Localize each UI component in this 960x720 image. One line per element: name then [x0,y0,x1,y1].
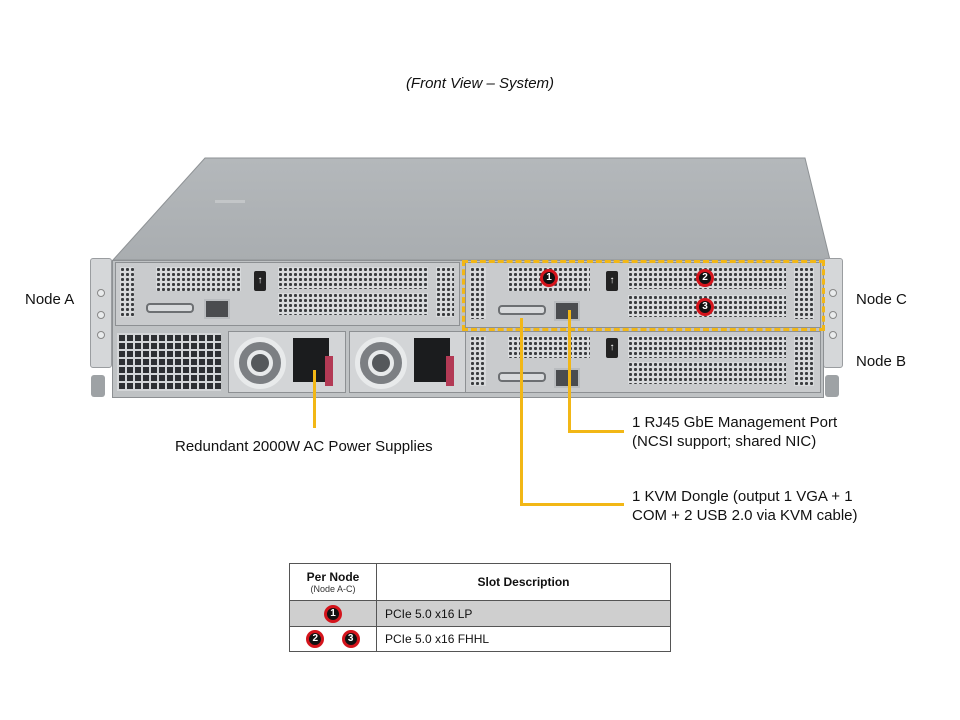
psu-callout: Redundant 2000W AC Power Supplies [175,438,433,455]
node-a-label: Node A [25,291,75,308]
rj45-callout-line2: (NCSI support; shared NIC) [632,433,817,450]
slot-fhhl-bracket [278,293,428,315]
slot-badge-3: 3 [341,630,360,648]
kvm-callout-line1: 1 KVM Dongle (output 1 VGA + 1 [632,488,853,505]
ear-screw [829,331,837,339]
kvm-callout-line-v [520,318,523,505]
ac-inlet[interactable] [414,338,450,382]
vent-grill [794,336,814,386]
kvm-port[interactable] [146,303,194,313]
fan-icon [234,337,286,389]
rj45-callout-line-v [568,310,571,432]
badge-cell: 1 [289,600,377,627]
kvm-port[interactable] [498,305,546,315]
left-rack-ear [90,258,112,368]
rj45-callout-line-h [568,430,624,433]
ear-screw [97,311,105,319]
slot-fhhl-bracket [628,336,786,358]
release-latch[interactable]: ↑ [254,271,266,291]
node-c-label: Node C [856,291,907,308]
release-latch[interactable]: ↑ [606,338,618,358]
slot-description-cell: PCIe 5.0 x16 LP [376,600,671,627]
vent-grill [470,267,486,319]
slot-badge-1: 1 [324,604,342,623]
left-thumbscrew[interactable] [91,375,105,397]
vent-grill [120,267,134,317]
right-thumbscrew[interactable] [825,375,839,397]
psu-handle[interactable] [325,356,333,386]
slot-badge-3: 3 [696,298,714,316]
vent-grill [436,267,454,317]
header-per-node-sub: (Node A-C) [310,584,356,594]
slot-lp-bracket [156,267,241,291]
ear-screw [97,289,105,297]
node-b-label: Node B [856,353,907,370]
slot-badge-2: 2 [696,269,714,287]
view-title: (Front View – System) [405,75,555,92]
vent-grill [117,333,221,391]
rj45-port[interactable] [554,301,580,321]
ear-screw [829,289,837,297]
slot-badge-1: 1 [540,269,558,287]
node-b-sled[interactable]: ↑ [465,331,821,393]
psu-callout-line [313,370,316,428]
chassis-top-cover [111,157,831,261]
fan-icon [355,337,407,389]
slot-description-cell: PCIe 5.0 x16 FHHL [376,626,671,652]
right-rack-ear [823,258,843,368]
header-slot-description: Slot Description [376,563,671,601]
table-row: 2 3 PCIe 5.0 x16 FHHL [289,626,671,652]
kvm-callout-line2: COM + 2 USB 2.0 via KVM cable) [632,507,858,524]
slot-fhhl-bracket [628,362,786,384]
slot-badge-2: 2 [306,630,325,648]
node-a-sled[interactable]: ↑ [115,262,460,326]
header-per-node-label: Per Node [306,570,360,584]
vent-grill [794,267,814,319]
slot-description-table: Per Node (Node A-C) Slot Description 1 P… [289,563,671,652]
table-header-row: Per Node (Node A-C) Slot Description [289,563,671,601]
node-c-highlight [462,260,825,331]
rj45-port[interactable] [554,368,580,388]
ear-screw [97,331,105,339]
rj45-callout-line1: 1 RJ45 GbE Management Port [632,414,838,431]
release-latch[interactable]: ↑ [606,271,618,291]
slot-fhhl-bracket [278,267,428,289]
psu-2[interactable] [349,331,467,393]
ac-inlet[interactable] [293,338,329,382]
header-per-node: Per Node (Node A-C) [289,563,377,601]
ear-screw [829,311,837,319]
rj45-callout: 1 RJ45 GbE Management Port (NCSI support… [632,413,837,451]
badge-cell: 2 3 [289,626,377,652]
table-row: 1 PCIe 5.0 x16 LP [289,600,671,627]
kvm-callout: 1 KVM Dongle (output 1 VGA + 1 COM + 2 U… [632,487,858,525]
psu-1[interactable] [228,331,346,393]
psu-handle[interactable] [446,356,454,386]
server-chassis: ↑ ↑ ↑ 1 2 [85,150,845,410]
rj45-port[interactable] [204,299,230,319]
kvm-callout-line-h [520,503,624,506]
vent-grill [470,336,486,386]
